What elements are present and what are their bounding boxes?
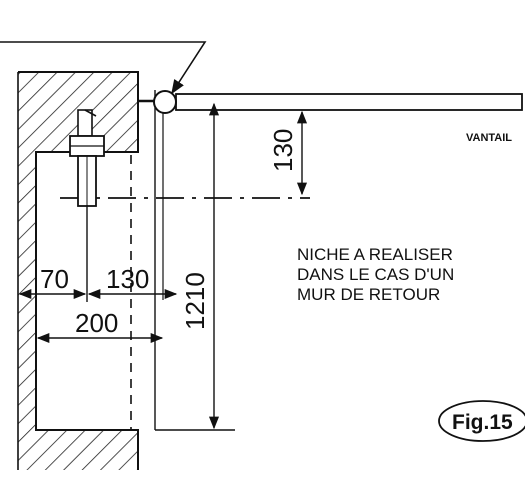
gate-leaf: [138, 93, 523, 111]
niche-note-line-3: MUR DE RETOUR: [297, 285, 440, 304]
leaf-label: VANTAIL: [466, 132, 512, 144]
dimension-130-vertical-label: 130: [268, 129, 298, 172]
niche-note-line-2: DANS LE CAS D'UN: [297, 265, 454, 284]
dimension-chain-70-130: 70 130: [18, 205, 178, 302]
dimension-130-horizontal-label: 130: [106, 264, 149, 294]
dimension-1210: 1210: [155, 102, 235, 431]
dimension-200-label: 200: [75, 308, 118, 338]
hinge-pivot: [153, 90, 177, 114]
dimension-1210-label: 1210: [180, 272, 210, 330]
dimension-130-vertical: 130: [268, 110, 308, 196]
dimension-200: 200: [36, 308, 164, 344]
figure-label: Fig.15: [452, 411, 513, 434]
figure-label-badge: Fig.15: [438, 400, 525, 442]
niche-note-line-1: NICHE A REALISER: [297, 245, 453, 264]
leader-arrow: [0, 41, 207, 95]
dimension-70-label: 70: [40, 264, 69, 294]
operator-motor: [69, 109, 105, 207]
